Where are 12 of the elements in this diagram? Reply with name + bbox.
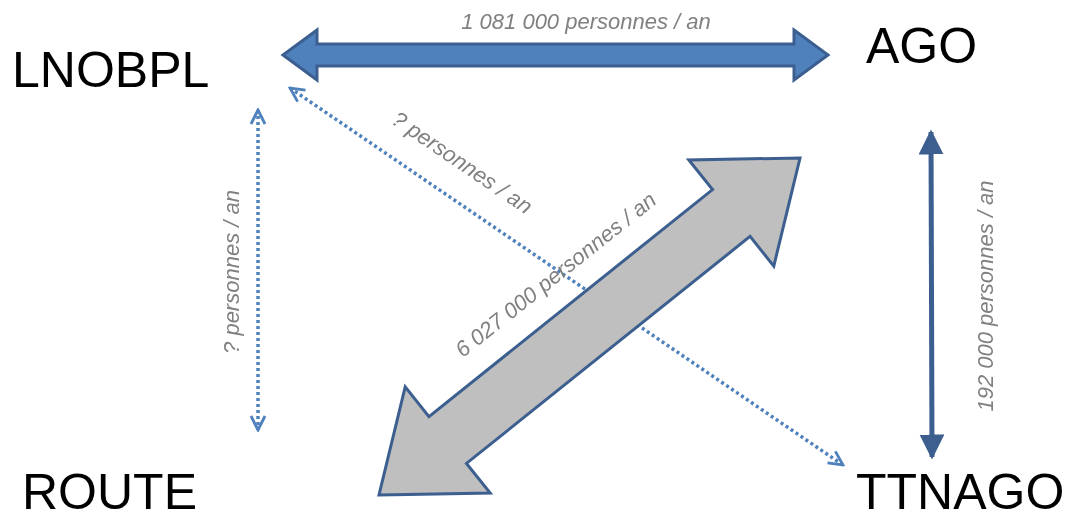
place-label: LNOBPL [12, 44, 210, 96]
place-label: AGO [866, 20, 978, 72]
dotted-arrow [249, 108, 267, 432]
place-label: TTNAGO [856, 466, 1065, 518]
edge-label: 192 000 personnes / an [974, 180, 998, 412]
double-block-arrow [280, 27, 831, 83]
arrow [918, 129, 945, 460]
edge-label: 1 081 000 personnes / an [461, 10, 711, 34]
double-block-arrow [377, 156, 802, 497]
place-label: ROUTE [22, 466, 197, 518]
edge-label: ? personnes / an [220, 190, 244, 354]
dotted-arrow [288, 86, 845, 467]
